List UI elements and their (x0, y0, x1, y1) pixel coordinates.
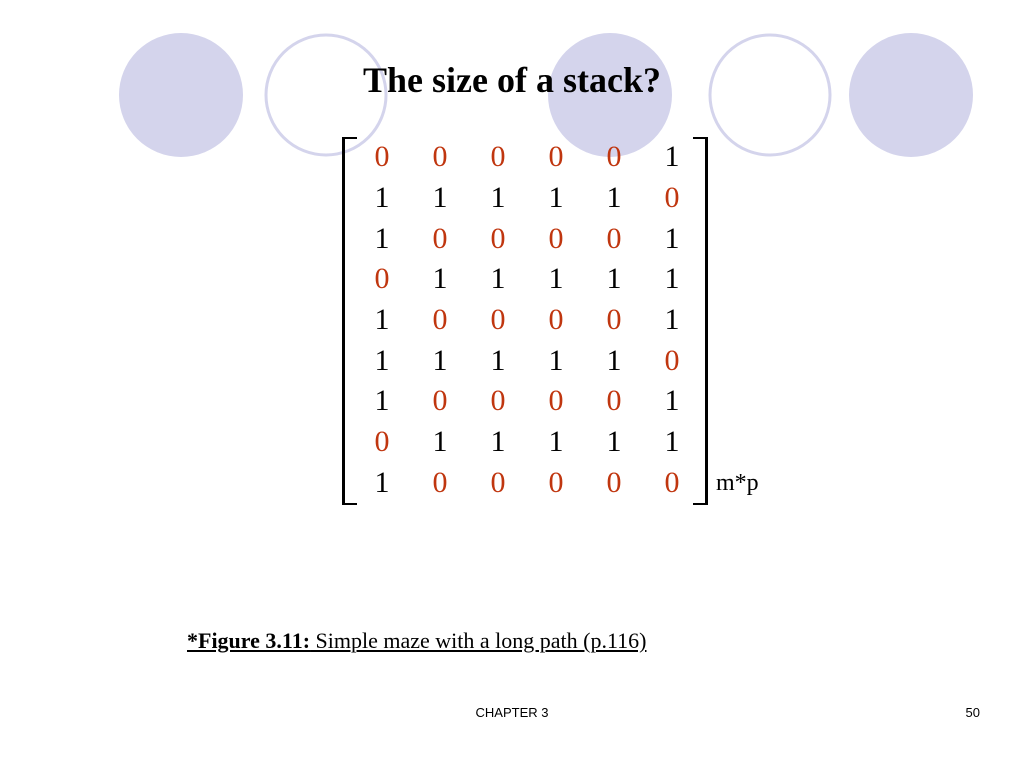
matrix-cell: 0 (490, 384, 506, 418)
matrix-cell: 1 (432, 181, 448, 215)
matrix-cell: 1 (548, 343, 564, 377)
slide-title: The size of a stack? (363, 60, 661, 100)
matrix-row: 1 0 0 0 0 0 (353, 463, 701, 504)
matrix-cell: 0 (490, 465, 506, 499)
matrix-cell: 0 (490, 140, 506, 174)
figure-reference: *Figure 3.11: (187, 628, 311, 653)
matrix-dimension-label: m*p (716, 470, 759, 496)
filled-circle-1 (119, 33, 243, 157)
matrix-cell: 1 (664, 140, 680, 174)
matrix-right-bracket (693, 137, 708, 505)
matrix-cell: 0 (548, 221, 564, 255)
matrix-cell: 0 (374, 425, 390, 459)
matrix-cell: 1 (664, 303, 680, 337)
matrix-row: 1 0 0 0 0 1 (353, 218, 701, 259)
matrix-cell: 0 (374, 262, 390, 296)
matrix-cell: 1 (548, 181, 564, 215)
matrix-cell: 1 (374, 181, 390, 215)
matrix-row: 1 1 1 1 1 0 (353, 178, 701, 219)
matrix-cell: 1 (664, 262, 680, 296)
matrix-cell: 0 (548, 303, 564, 337)
matrix-row: 1 0 0 0 0 1 (353, 381, 701, 422)
figure-description: Simple maze with a long path (p.116) (310, 628, 647, 653)
matrix-cell: 1 (490, 343, 506, 377)
matrix-cell: 1 (374, 221, 390, 255)
matrix-cell: 1 (374, 303, 390, 337)
matrix-cell: 1 (606, 181, 622, 215)
matrix-cell: 1 (664, 221, 680, 255)
decorative-circles (119, 33, 973, 157)
matrix-row: 1 1 1 1 1 0 (353, 340, 701, 381)
matrix-cell: 1 (606, 262, 622, 296)
matrix-cell: 0 (548, 140, 564, 174)
figure-caption: *Figure 3.11: Simple maze with a long pa… (187, 628, 646, 654)
matrix-cell: 0 (606, 384, 622, 418)
matrix-cell: 1 (490, 262, 506, 296)
filled-circle-3 (849, 33, 973, 157)
matrix-cell: 1 (432, 425, 448, 459)
matrix-cell: 0 (374, 140, 390, 174)
matrix-cell: 0 (606, 465, 622, 499)
matrix-cell: 0 (606, 221, 622, 255)
matrix-cell: 0 (432, 221, 448, 255)
matrix-cell: 1 (606, 343, 622, 377)
matrix-cell: 0 (606, 140, 622, 174)
matrix-cell: 1 (490, 181, 506, 215)
matrix-cell: 0 (548, 465, 564, 499)
matrix-cell: 0 (664, 343, 680, 377)
matrix-cell: 0 (664, 181, 680, 215)
matrix-row: 0 1 1 1 1 1 (353, 422, 701, 463)
matrix-cell: 0 (432, 465, 448, 499)
outline-circle-1 (264, 33, 388, 157)
page-number: 50 (965, 705, 980, 720)
matrix-cell: 1 (432, 262, 448, 296)
matrix-cell: 0 (548, 384, 564, 418)
matrix-cell: 0 (664, 465, 680, 499)
outline-circle-2 (708, 33, 832, 157)
matrix-cell: 0 (490, 303, 506, 337)
matrix-row: 1 0 0 0 0 1 (353, 300, 701, 341)
matrix-cell: 0 (606, 303, 622, 337)
matrix-cell: 1 (374, 465, 390, 499)
matrix-cell: 0 (490, 221, 506, 255)
matrix-row: 0 1 1 1 1 1 (353, 259, 701, 300)
matrix-cell: 0 (432, 140, 448, 174)
matrix-cell: 1 (664, 425, 680, 459)
matrix-cell: 1 (490, 425, 506, 459)
matrix-cell: 1 (548, 425, 564, 459)
matrix-cell: 0 (432, 303, 448, 337)
matrix-cell: 0 (432, 384, 448, 418)
matrix-row: 0 0 0 0 0 1 (353, 137, 701, 178)
matrix-cell: 1 (606, 425, 622, 459)
matrix-cell: 1 (548, 262, 564, 296)
matrix-cell: 1 (432, 343, 448, 377)
matrix-left-bracket (342, 137, 357, 505)
matrix-cell: 1 (374, 343, 390, 377)
matrix-cell: 1 (664, 384, 680, 418)
matrix-cell: 1 (374, 384, 390, 418)
filled-circle-2 (548, 33, 672, 157)
footer-chapter: CHAPTER 3 (475, 705, 549, 720)
